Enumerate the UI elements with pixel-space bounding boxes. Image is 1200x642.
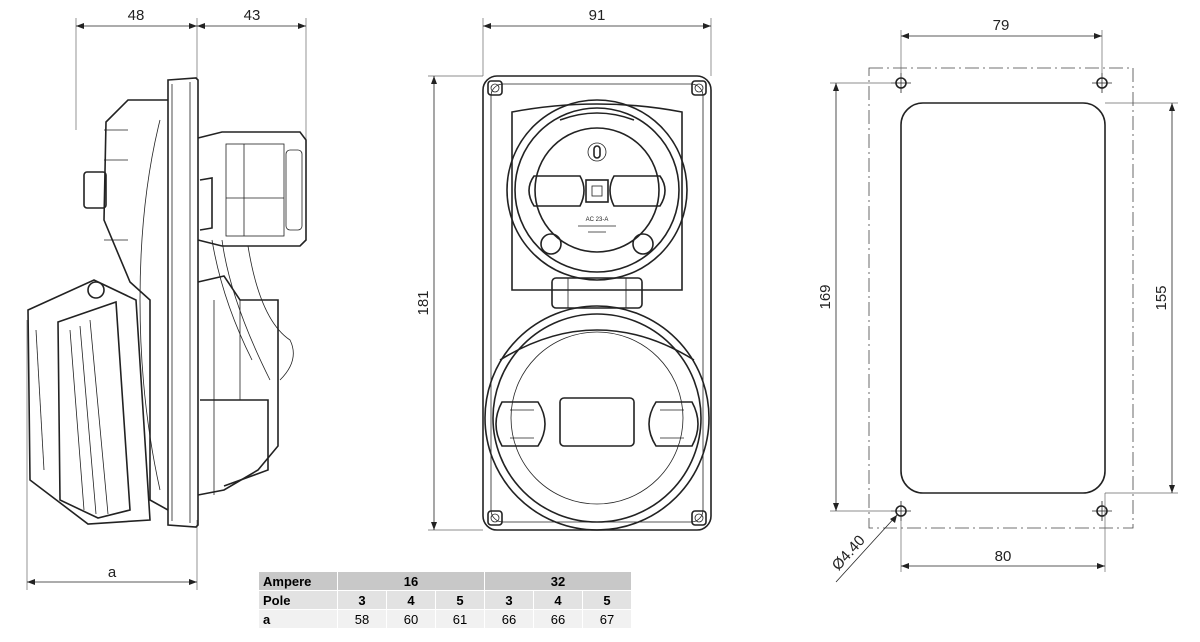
table-header-pole: Pole: [258, 590, 338, 610]
table-cell-pole: 4: [533, 590, 583, 610]
side-view: 48 43 a: [26, 7, 307, 590]
table-cell-pole: 4: [386, 590, 436, 610]
dim-label-80: 80: [995, 548, 1012, 565]
dim-label-79: 79: [993, 17, 1010, 34]
side-socket-body: [197, 275, 279, 496]
front-switch-housing: AC 23-A: [506, 99, 688, 291]
table-cell-a: 61: [435, 609, 485, 629]
plate-outline-dashed: [868, 67, 1134, 529]
dimension-hole-diameter: [835, 514, 898, 583]
side-switch-module: [197, 131, 307, 381]
dimension-table: Ampere 16 32 Pole 3 4 5 3 4 5 a 58 60 61…: [258, 571, 632, 629]
table-cell-amp-32: 32: [484, 571, 632, 591]
dimension-43: [197, 23, 306, 29]
table-row-a: a 58 60 61 66 66 67: [258, 609, 632, 629]
dim-label-91: 91: [589, 7, 606, 24]
front-plate-outline: [482, 75, 712, 531]
cutout-view: 79 80 169 155 Ø4.40: [817, 17, 1178, 583]
table-header-a: a: [258, 609, 338, 629]
front-socket-lid: [484, 305, 710, 531]
dim-label-169: 169: [817, 284, 834, 309]
table-cell-a: 66: [484, 609, 534, 629]
table-cell-a: 58: [337, 609, 387, 629]
dimension-155: [1169, 103, 1175, 493]
table-cell-a: 66: [533, 609, 583, 629]
table-header-ampere: Ampere: [258, 571, 338, 591]
dim-label-155: 155: [1153, 285, 1170, 310]
dim-label-43: 43: [244, 7, 261, 24]
front-view: 91 181 AC 23-A: [415, 7, 712, 531]
table-cell-pole: 3: [337, 590, 387, 610]
cutout-opening: [900, 102, 1106, 494]
dim-label-a: a: [108, 564, 117, 581]
table-cell-pole: 3: [484, 590, 534, 610]
front-lid-hinge: [551, 277, 643, 309]
dimension-181: [431, 76, 437, 530]
table-cell-a: 67: [582, 609, 632, 629]
table-cell-pole: 5: [582, 590, 632, 610]
table-cell-a: 60: [386, 609, 436, 629]
dimension-79: [901, 33, 1102, 39]
dim-label-181: 181: [415, 290, 432, 315]
dimension-48: [76, 23, 197, 29]
table-cell-amp-16: 16: [337, 571, 485, 591]
table-row-pole: Pole 3 4 5 3 4 5: [258, 590, 632, 610]
dimension-a: [27, 579, 197, 585]
mounting-holes: [891, 73, 1112, 521]
switch-rating-label: AC 23-A: [586, 217, 609, 223]
dim-label-48: 48: [128, 7, 145, 24]
dimension-169: [833, 83, 839, 511]
side-mounting-plate: [167, 77, 199, 528]
table-cell-pole: 5: [435, 590, 485, 610]
side-rear-housing: [83, 99, 169, 511]
dimension-91: [483, 23, 711, 29]
dimension-80: [901, 563, 1105, 569]
table-row-ampere: Ampere 16 32: [258, 571, 632, 591]
side-socket-lid: [27, 279, 151, 525]
front-corner-screws: [487, 80, 707, 526]
